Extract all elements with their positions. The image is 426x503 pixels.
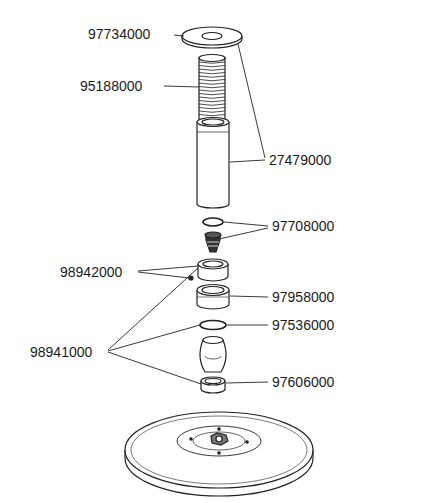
callout-number: 98942000	[60, 264, 122, 280]
callout-number: 97536000	[272, 317, 334, 333]
cover-plate	[182, 27, 242, 48]
screw	[205, 232, 221, 252]
thread-line	[199, 83, 225, 84]
thread-line	[199, 108, 225, 109]
thread-line	[199, 62, 225, 63]
o-ring	[203, 218, 223, 226]
callout-number: 95188000	[80, 78, 142, 94]
thread-line	[199, 115, 225, 116]
threaded-nipple	[199, 55, 225, 121]
nut	[197, 285, 229, 310]
thread-line	[199, 76, 225, 77]
parts	[125, 27, 313, 496]
callout-number: 27479000	[269, 152, 331, 168]
thread-line	[199, 66, 225, 67]
thread-line	[199, 80, 225, 81]
o-ring	[200, 321, 226, 330]
retaining-ring	[201, 377, 225, 393]
thread-line	[199, 97, 225, 98]
thread-line	[199, 101, 225, 102]
thread-line	[199, 90, 225, 91]
thread-line	[199, 69, 225, 70]
ball-joint	[200, 337, 226, 373]
thread-line	[199, 87, 225, 88]
shower-head	[125, 412, 313, 496]
callout-number: 97606000	[272, 374, 334, 390]
thread-line	[199, 111, 225, 112]
thread-line	[199, 94, 225, 95]
callout-number: 97958000	[272, 289, 334, 305]
callout-number: 97734000	[88, 26, 150, 42]
callout-number: 97708000	[272, 218, 334, 234]
extension-pipe	[197, 118, 229, 209]
thread-line	[199, 104, 225, 105]
thread-line	[199, 73, 225, 74]
callout-number: 98941000	[30, 344, 92, 360]
locking-ring	[189, 259, 228, 281]
